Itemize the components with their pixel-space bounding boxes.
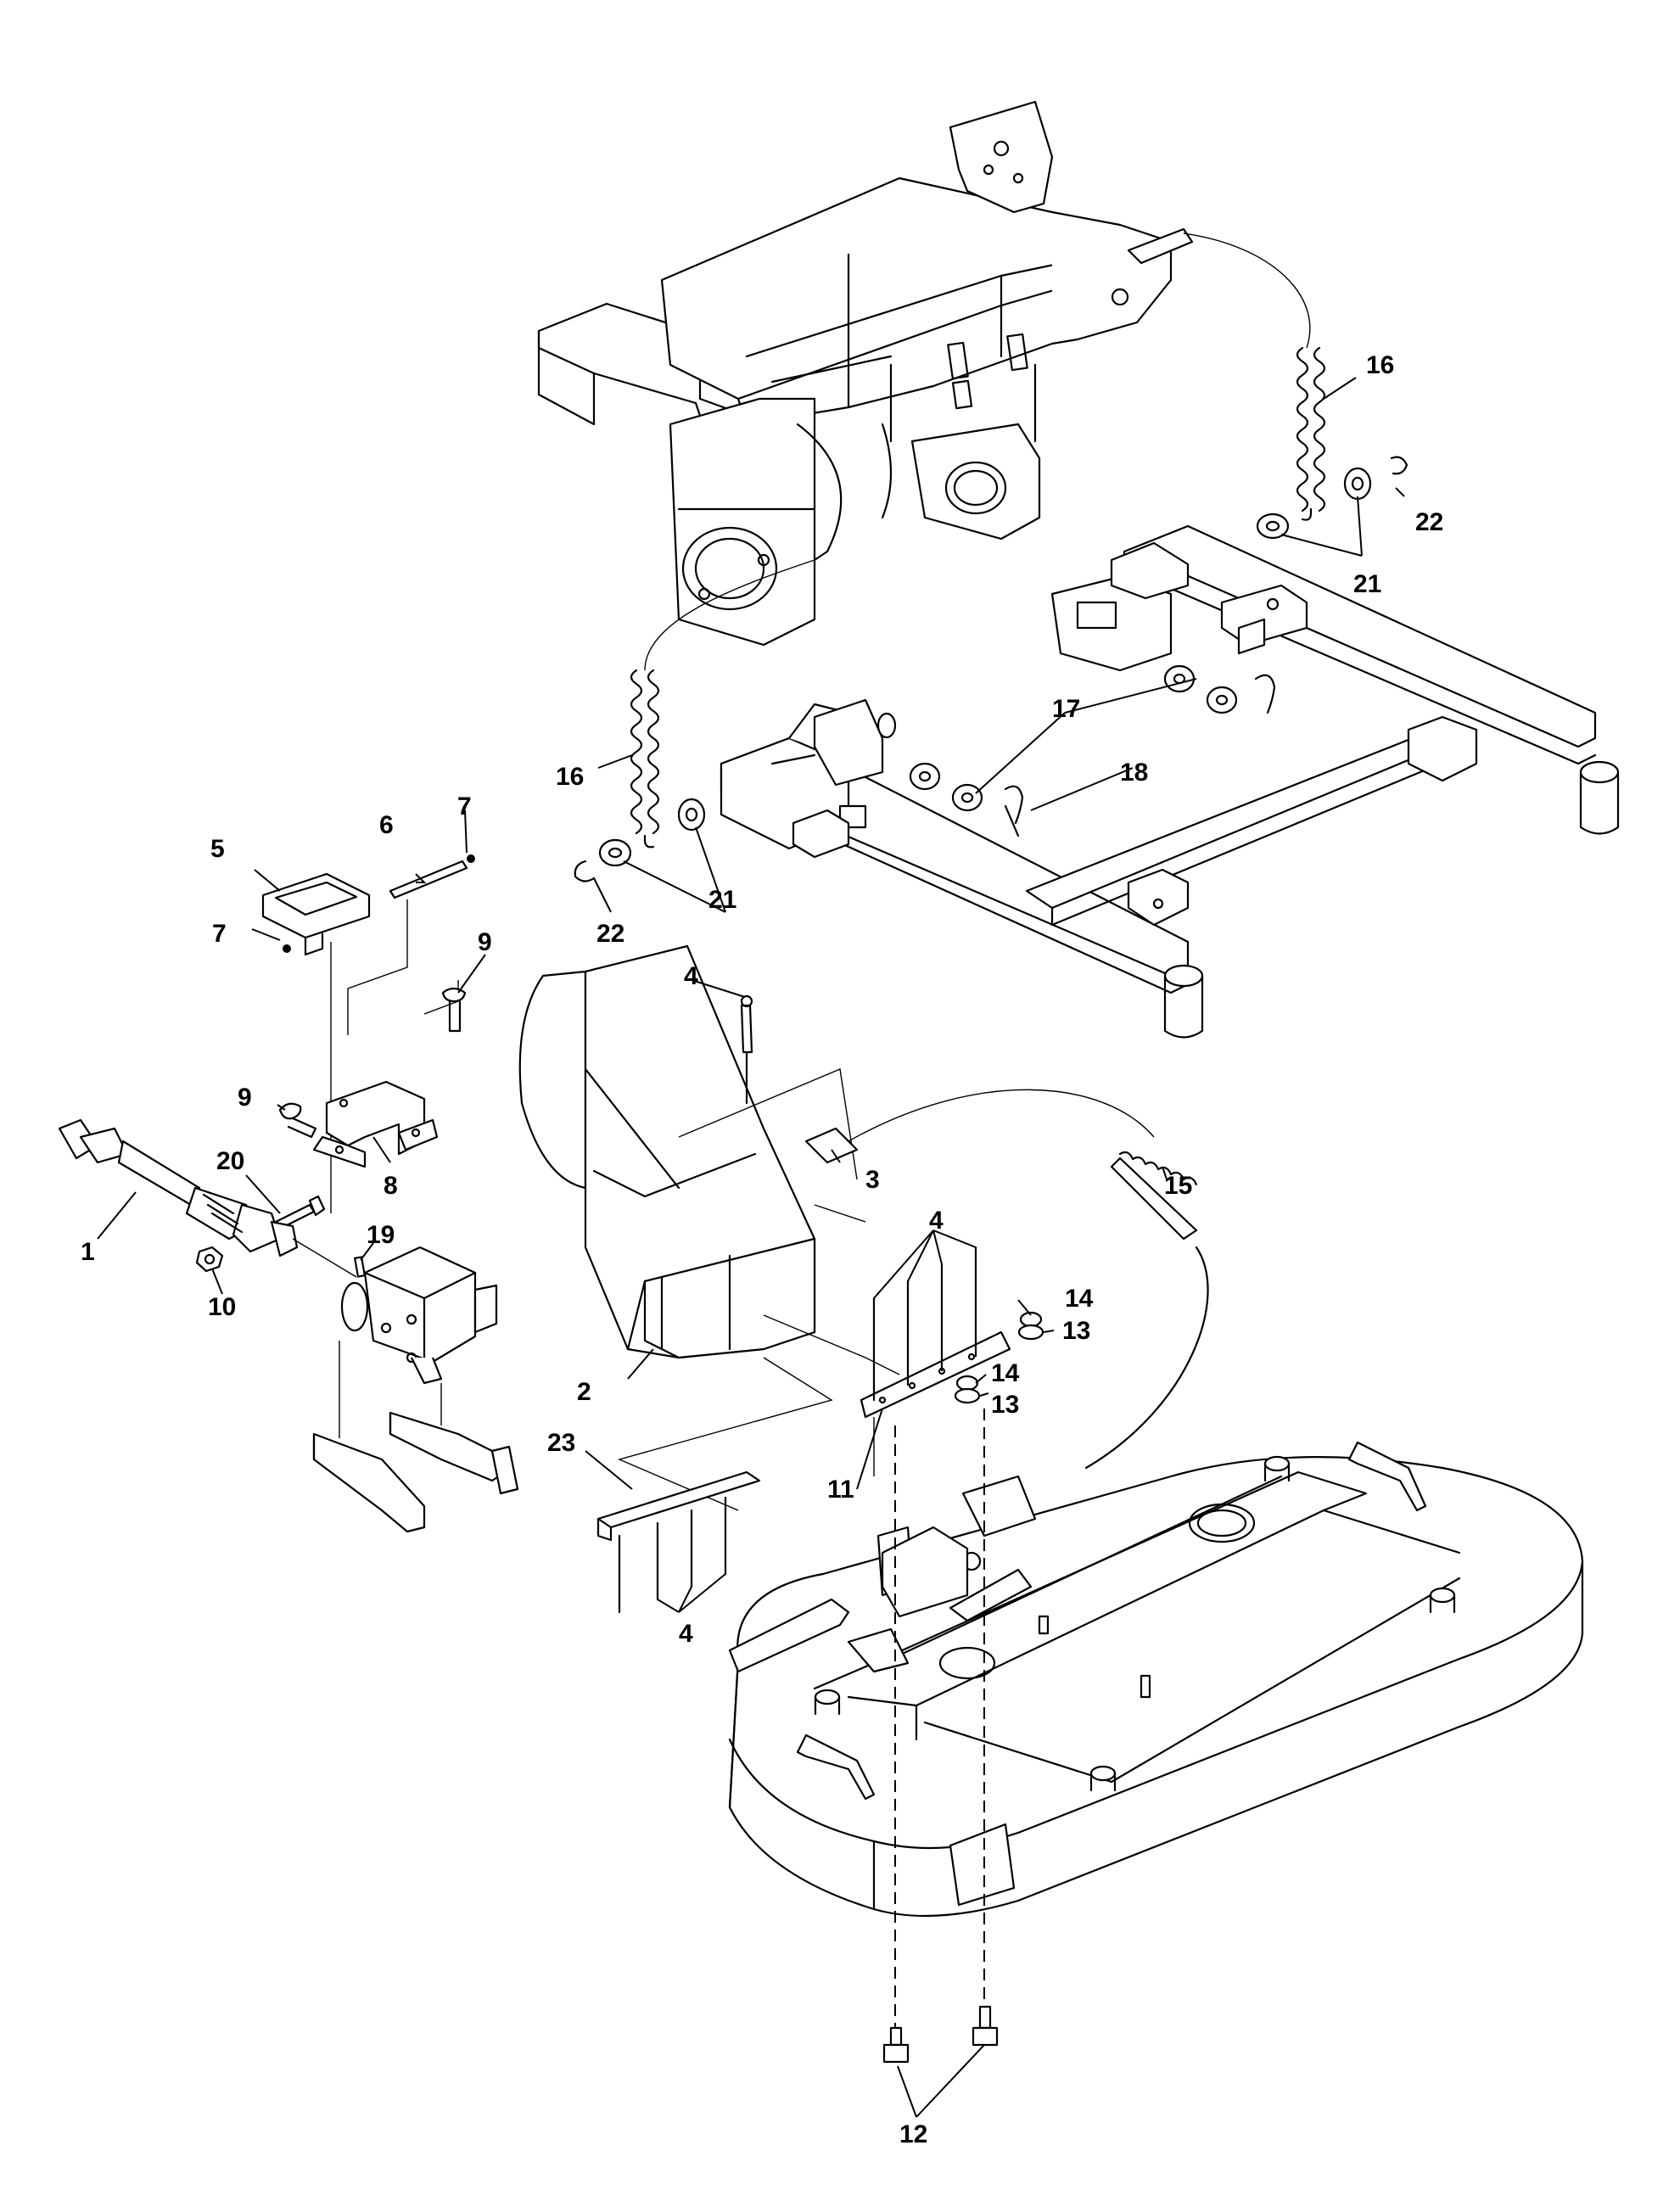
washers-lower-left — [574, 798, 706, 882]
main-frame — [537, 100, 1194, 647]
callout-9-lower: 9 — [238, 1084, 252, 1112]
callout-8: 8 — [384, 1172, 398, 1200]
callout-2: 2 — [577, 1378, 591, 1406]
lift-frame — [720, 524, 1620, 1039]
callout-4-mid: 4 — [929, 1207, 944, 1235]
callout-16-upper: 16 — [1366, 351, 1394, 379]
callout-23: 23 — [547, 1429, 575, 1457]
callout-16-lower: 16 — [556, 763, 584, 791]
callout-20: 20 — [216, 1147, 244, 1175]
mount-brackets — [312, 1411, 519, 1533]
callout-6: 6 — [379, 811, 394, 839]
callout-11: 11 — [827, 1476, 854, 1504]
gearbox — [340, 1246, 498, 1385]
callout-7-upper: 7 — [457, 793, 472, 821]
callout-22-lower: 22 — [596, 920, 624, 948]
hinge-plate-11 — [860, 1246, 1011, 1476]
discharge-chute-2 — [518, 944, 816, 1359]
callout-14-upper: 14 — [1065, 1285, 1094, 1313]
callout-13-upper: 13 — [1062, 1317, 1090, 1345]
callout-17: 17 — [1052, 695, 1080, 723]
callout-13-lower: 13 — [991, 1391, 1019, 1419]
pin-7-upper — [467, 854, 475, 863]
callout-22-upper: 22 — [1415, 508, 1443, 536]
mower-deck — [728, 1441, 1584, 1918]
spring-upper-right — [1296, 346, 1326, 521]
callout-9-upper: 9 — [478, 928, 492, 956]
callout-4-bottom: 4 — [679, 1620, 693, 1648]
callout-7-lower: 7 — [212, 920, 227, 948]
callout-10: 10 — [208, 1293, 236, 1321]
rod-6 — [389, 860, 468, 899]
callout-1: 1 — [81, 1238, 95, 1266]
callout-21-lower: 21 — [708, 886, 736, 914]
driveshaft-1 — [58, 1118, 299, 1257]
cover-5 — [261, 872, 371, 956]
pin-7-lower — [283, 944, 291, 953]
bolt-9-upper — [441, 987, 467, 1033]
spring-lower-left — [630, 669, 660, 849]
bracket-8 — [312, 1080, 439, 1168]
callout-3: 3 — [865, 1166, 880, 1194]
callout-18: 18 — [1120, 759, 1148, 787]
leader-lines — [97, 377, 1405, 2118]
spring-15 — [1084, 1151, 1209, 1470]
washers-upper-right — [1256, 456, 1408, 540]
pin-4-top — [740, 994, 753, 1105]
callout-14-lower: 14 — [991, 1359, 1020, 1387]
pin-19 — [354, 1256, 366, 1278]
bolts-12 — [882, 2005, 999, 2064]
washers-pin-17-18 — [909, 664, 1276, 837]
nut-washer-right — [954, 1311, 1044, 1404]
nut-10 — [195, 1246, 224, 1273]
callout-15: 15 — [1164, 1172, 1192, 1200]
callout-labels: 16 22 21 17 18 16 21 22 7 6 5 7 9 9 8 20… — [81, 351, 1443, 2148]
bracket-23 — [596, 1470, 761, 1614]
bolt-9-lower — [278, 1102, 317, 1139]
callout-19: 19 — [367, 1221, 395, 1249]
callout-12: 12 — [899, 2120, 927, 2148]
callout-5: 5 — [210, 835, 225, 863]
callout-21-upper: 21 — [1353, 570, 1381, 598]
latch-3 — [804, 1127, 859, 1164]
callout-4-top: 4 — [684, 962, 698, 990]
